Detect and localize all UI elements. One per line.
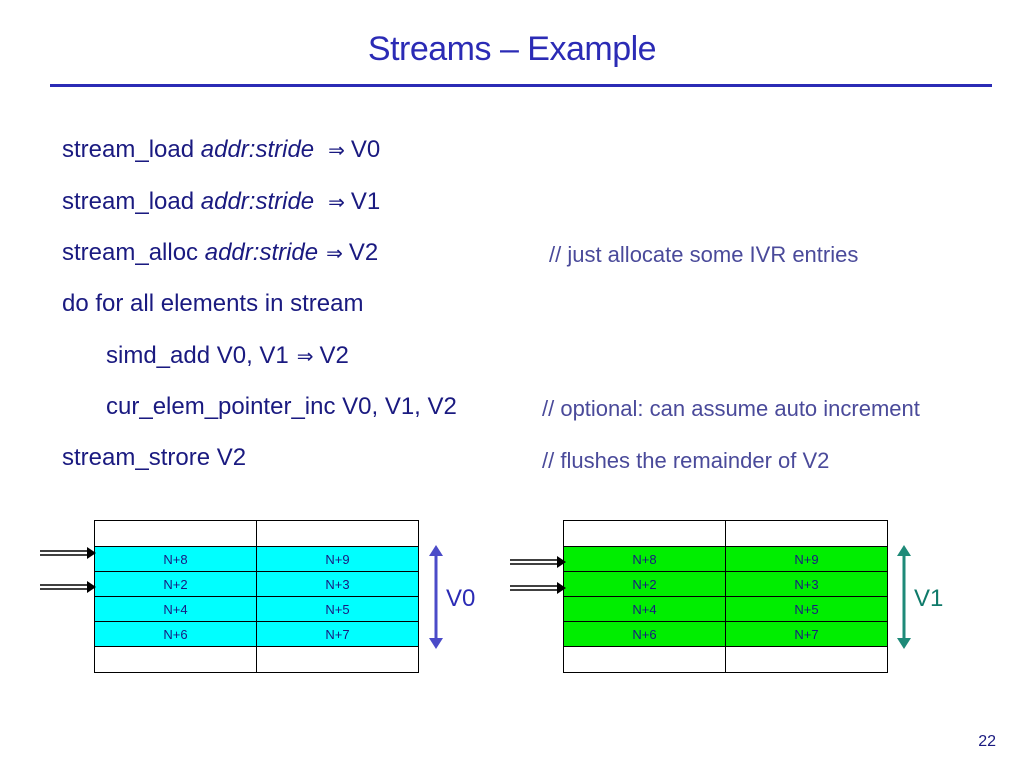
element-cell: N+7 [725, 621, 888, 647]
comment-auto-increment: // optional: can assume auto increment [542, 396, 920, 421]
code-arg: addr:stride [200, 136, 315, 163]
element-cell: N+5 [725, 596, 888, 622]
title-divider [50, 84, 992, 87]
v0-label: V0 [446, 585, 476, 612]
slide-title: Streams – Example [367, 30, 657, 68]
element-cell: N+3 [725, 571, 888, 597]
element-cell: N+2 [563, 571, 726, 597]
empty-cell [563, 520, 726, 547]
v1-pointer-arrows [510, 556, 566, 594]
pointer-arrow-upper [510, 556, 566, 568]
code-line-3: stream_alloc addr:stride ⇒V2 [62, 239, 378, 267]
page-number: 22 [978, 733, 996, 750]
implies-arrow: ⇒ [328, 190, 345, 214]
element-cell: N+6 [563, 621, 726, 647]
implies-arrow: ⇒ [296, 344, 314, 368]
element-cell: N+9 [256, 546, 419, 572]
empty-cell [256, 520, 419, 547]
v0-pointer-arrows [40, 547, 96, 593]
code-arg: addr:stride [200, 188, 315, 215]
element-cell: N+6 [94, 621, 257, 647]
implies-arrow: ⇒ [326, 241, 343, 265]
element-cell: N+8 [563, 546, 726, 572]
code-line-5: simd_add V0, V1 ⇒V2 [106, 342, 349, 370]
comment-flush: // flushes the remainder of V2 [542, 448, 830, 473]
pointer-arrow-lower [510, 582, 566, 594]
implies-arrow: ⇒ [328, 138, 345, 162]
element-cell: N+8 [94, 546, 257, 572]
code-line-6: cur_elem_pointer_inc V0, V1, V2 [106, 393, 457, 420]
code-cmd: stream_load [62, 188, 201, 215]
empty-cell [256, 646, 419, 673]
element-cell: N+4 [94, 596, 257, 622]
comment-allocate: // just allocate some IVR entries [549, 242, 859, 267]
empty-cell [725, 520, 888, 547]
code-line-2: stream_load addr:stride ⇒V1 [62, 188, 380, 216]
v1-label: V1 [914, 585, 944, 612]
empty-cell [725, 646, 888, 673]
empty-cell [94, 520, 257, 547]
empty-cell [94, 646, 257, 673]
code-cmd: stream_alloc [62, 239, 205, 266]
code-cmd: stream_load [62, 136, 201, 163]
code-line-1: stream_load addr:stride ⇒V0 [62, 136, 380, 164]
element-cell: N+4 [563, 596, 726, 622]
pointer-arrow-lower [40, 581, 96, 593]
code-target: V1 [350, 188, 381, 215]
element-cell: N+9 [725, 546, 888, 572]
code-line-7: stream_strore V2 [62, 444, 247, 471]
code-target: V2 [319, 342, 349, 369]
code-arg: addr:stride [204, 239, 319, 266]
element-cell: N+2 [94, 571, 257, 597]
code-line-4: do for all elements in stream [62, 290, 364, 317]
element-cell: N+5 [256, 596, 419, 622]
code-target: V2 [348, 239, 379, 266]
element-cell: N+3 [256, 571, 419, 597]
code-text: simd_add V0, V1 [106, 342, 289, 369]
code-target: V0 [350, 136, 381, 163]
v1-span-arrow [897, 545, 911, 649]
empty-cell [563, 646, 726, 673]
element-cell: N+7 [256, 621, 419, 647]
v0-span-arrow [429, 545, 443, 649]
pointer-arrow-upper [40, 547, 96, 559]
